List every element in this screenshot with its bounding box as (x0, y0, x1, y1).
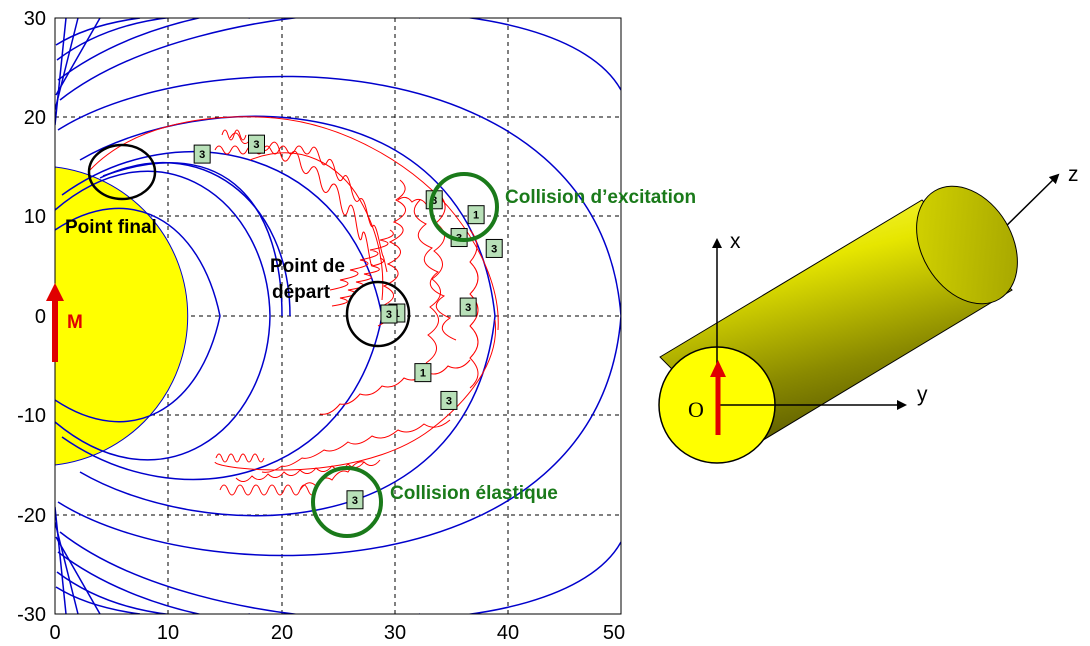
collision-excitation-label: Collision d’excitation (505, 187, 696, 208)
collision-marker: 1 (467, 205, 485, 225)
collision-marker-label: 3 (446, 395, 452, 407)
collision-marker-box (380, 304, 398, 324)
point-depart-label-line1: Point de (270, 256, 345, 277)
cylinder-moment-arrowhead (710, 360, 726, 377)
collision-marker: 3 (193, 144, 211, 164)
plot-area: 30 20 10 0 -10 -20 -30 0 10 20 30 40 50 … (17, 8, 696, 644)
cylinder-far-end (916, 185, 1018, 305)
x-tick-label: 10 (157, 622, 179, 644)
collision-marker-box (346, 490, 364, 510)
x-tick-label: 30 (384, 622, 406, 644)
collision-marker-label: 3 (491, 243, 497, 255)
collision-elastique-circle (311, 466, 383, 538)
collision-marker: 3 (459, 297, 477, 317)
collision-marker: 3 (485, 238, 503, 258)
collision-marker-box (414, 363, 432, 383)
x-tick-label: 20 (271, 622, 293, 644)
collision-marker-label: 3 (352, 495, 358, 507)
x-axis-label: x (730, 230, 741, 253)
collision-marker-box (247, 134, 265, 154)
earth-half-disk (55, 166, 189, 466)
collision-marker: 3 (440, 390, 458, 410)
collision-marker: 3 (247, 134, 265, 154)
y-tick-label: 10 (24, 206, 46, 228)
collision-elastique-label: Collision élastique (390, 483, 558, 504)
collision-marker: 3 (346, 490, 364, 510)
x-tick-label: 50 (603, 622, 625, 644)
collision-marker-box (459, 297, 477, 317)
z-axis-label: z (1068, 163, 1079, 186)
y-axis-label: y (917, 383, 928, 406)
collision-marker-label: 3 (199, 149, 205, 161)
collision-marker-label: 3 (431, 195, 437, 207)
collision-marker-box (467, 205, 485, 225)
x-tick-label: 40 (497, 622, 519, 644)
y-tick-label: 30 (24, 8, 46, 30)
origin-label: O (688, 397, 704, 422)
moment-label: M (67, 312, 83, 333)
collision-marker-label: 1 (473, 210, 479, 222)
collision-marker: 1 (414, 363, 432, 383)
collision-marker-label: 3 (386, 309, 392, 321)
collision-marker-label: 3 (253, 139, 259, 151)
point-final-circle (87, 143, 157, 201)
collision-marker: 3 (380, 304, 398, 324)
collision-marker-box (485, 238, 503, 258)
collision-marker-box (440, 390, 458, 410)
collision-excitation-circle (429, 172, 499, 242)
collision-marker-label: 1 (420, 368, 426, 380)
point-depart-label-line2: départ (272, 282, 331, 303)
point-depart-circle (345, 280, 411, 348)
x-tick-label: 0 (49, 622, 60, 644)
point-final-label: Point final (65, 217, 157, 238)
x-tick-labels: 0 10 20 30 40 50 (49, 622, 625, 644)
y-tick-labels: 30 20 10 0 -10 -20 -30 (17, 8, 46, 626)
collision-marker-box (193, 144, 211, 164)
collision-marker-label: 3 (465, 302, 471, 314)
cylinder-diagram: z x y O (658, 163, 1079, 464)
y-tick-label: -20 (17, 505, 46, 527)
y-tick-label: -10 (17, 405, 46, 427)
y-tick-label: 20 (24, 107, 46, 129)
y-tick-label: 0 (35, 306, 46, 328)
y-tick-label: -30 (17, 604, 46, 626)
